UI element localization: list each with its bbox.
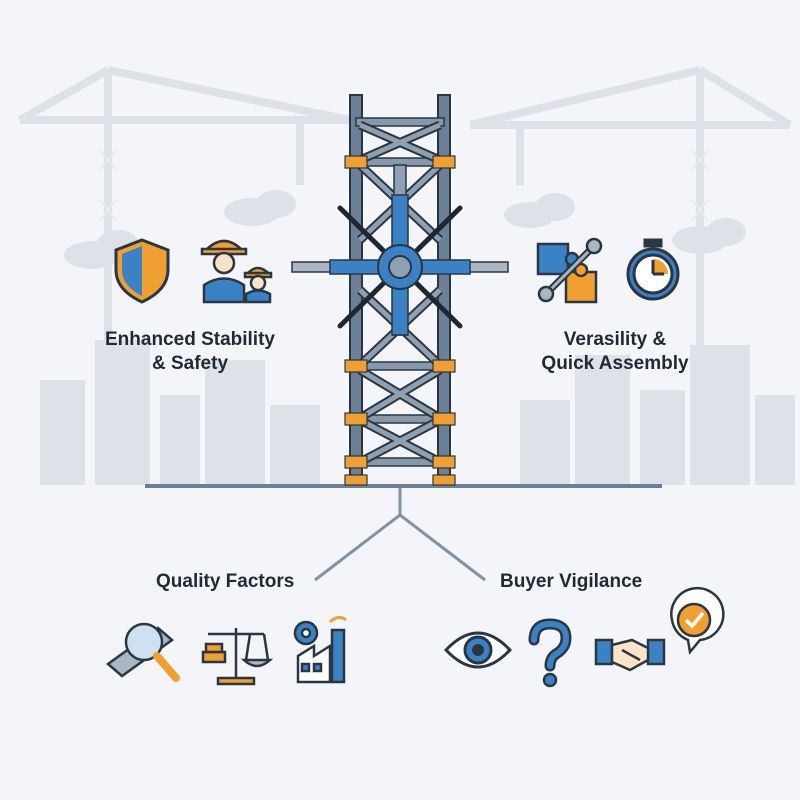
shield-icon xyxy=(114,238,170,304)
right-feature-title: Verasility & Quick Assembly xyxy=(541,329,689,374)
question-mark-icon xyxy=(528,618,572,688)
eye-icon xyxy=(443,631,513,669)
inspect-steel-icon xyxy=(105,622,180,682)
balance-scale-icon xyxy=(201,628,274,686)
stopwatch-icon xyxy=(626,238,680,301)
branch-title-quality-factors: Quality Factors xyxy=(156,571,295,592)
branch-connector xyxy=(314,488,486,582)
handshake-check-icon xyxy=(594,586,725,672)
factory-gear-icon xyxy=(293,615,347,684)
puzzle-wrench-icon xyxy=(536,237,603,304)
left-feature-title: Enhanced Stability & Safety xyxy=(105,329,275,374)
branch-title-buyer-vigilance: Buyer Vigilance xyxy=(500,571,643,592)
construction-workers-icon xyxy=(200,239,273,304)
